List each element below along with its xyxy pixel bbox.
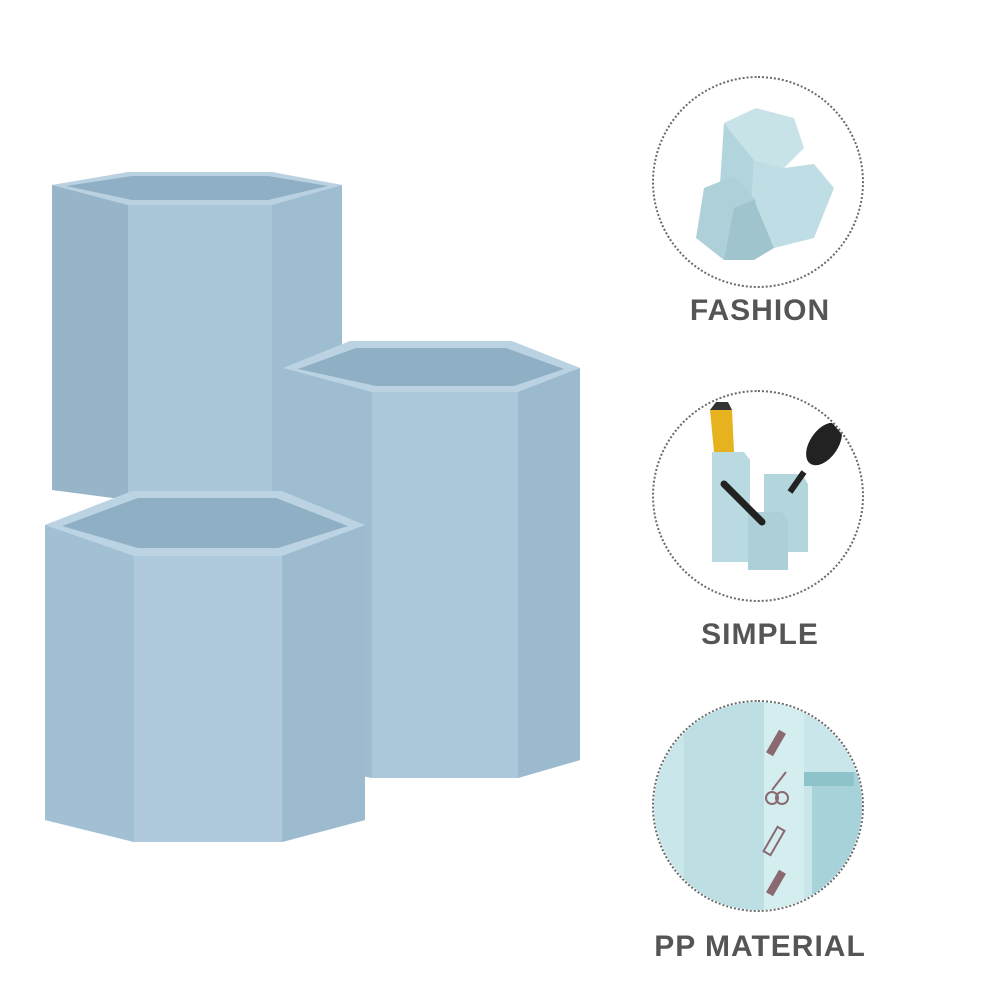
feature-label-fashion: FASHION [689,294,831,327]
honeycomb-product-icon [696,108,834,260]
holder-with-tools-icon [710,402,842,570]
feature-circle-simple [652,390,864,602]
material-closeup-icon [654,702,862,910]
hexagonal-pen-holder-image [45,172,580,842]
feature-label-pp-material: PP MATERIAL [654,930,866,963]
feature-circle-pp-material [652,700,864,912]
small-hexagon-cup [45,491,365,842]
tall-hexagon-cup [52,172,342,500]
feature-circle-fashion [652,76,864,288]
feature-label-simple: SIMPLE [701,618,819,651]
